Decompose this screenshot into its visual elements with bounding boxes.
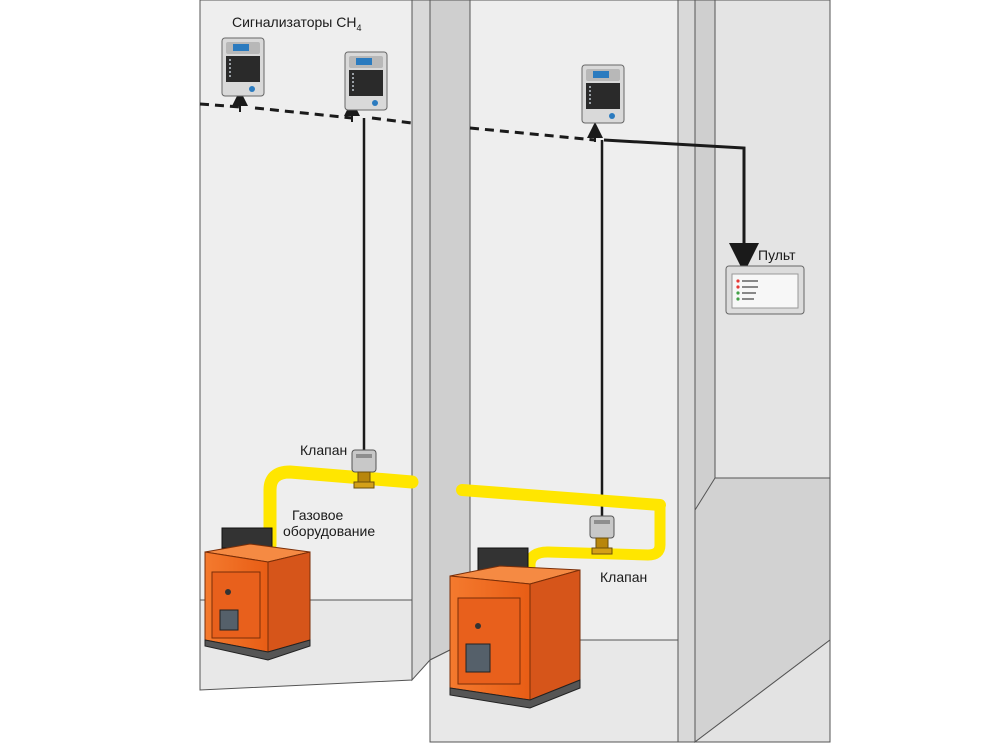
solenoid-valve-icon: [351, 449, 377, 473]
partition-wall-1-front: [411, 0, 431, 682]
gas-equipment-label-line2: оборудование: [283, 523, 375, 539]
gas-pipe-main: [456, 484, 666, 511]
dashed-line-left-2: [254, 106, 353, 120]
gas-pipe-riser: [542, 499, 666, 561]
solenoid-valve-2: [589, 515, 615, 555]
gas-detector-2: [344, 51, 388, 111]
partition-wall-2-front: [677, 0, 696, 743]
valve-left-label: Клапан: [300, 442, 347, 458]
gas-pipe-left: [263, 465, 419, 552]
room-panel-floor: [693, 638, 831, 743]
gas-detector-3: [581, 64, 625, 124]
solenoid-valve-1: [351, 449, 377, 489]
gas-pipe-down: [524, 546, 554, 581]
dashed-line-right-1: [469, 126, 596, 142]
control-panel-label: Пульт: [758, 247, 796, 263]
gas-detector-1: [221, 37, 265, 97]
dashed-line-left-1: [199, 102, 241, 109]
room-right: [429, 0, 716, 743]
partition-wall-1-side: [429, 0, 471, 661]
detectors-label-text: Сигнализаторы CH: [232, 14, 356, 30]
valve-right-label: Клапан: [600, 569, 647, 585]
gas-pipes: [263, 465, 666, 581]
control-panel: [725, 265, 805, 315]
room-right-back-wall: [469, 0, 679, 641]
cable-to-control-panel: [603, 138, 759, 273]
gas-equipment-label-line1: Газовое: [292, 507, 344, 523]
boiler-2: [449, 547, 581, 709]
solenoid-valve-icon: [589, 515, 615, 539]
dashed-line-left-3: [371, 116, 413, 125]
boiler-1: [204, 527, 311, 661]
detectors-label: Сигнализаторы CH4: [232, 14, 361, 33]
detector-valve-cables: [362, 118, 604, 518]
room-panel-back-wall: [714, 0, 831, 479]
detectors-label-subscript: 4: [356, 23, 361, 33]
partition-wall-2-side: [694, 0, 716, 512]
room-panel: [693, 0, 831, 744]
signal-dashed-lines: [199, 102, 596, 142]
room-panel-lower-wall: [694, 477, 831, 744]
